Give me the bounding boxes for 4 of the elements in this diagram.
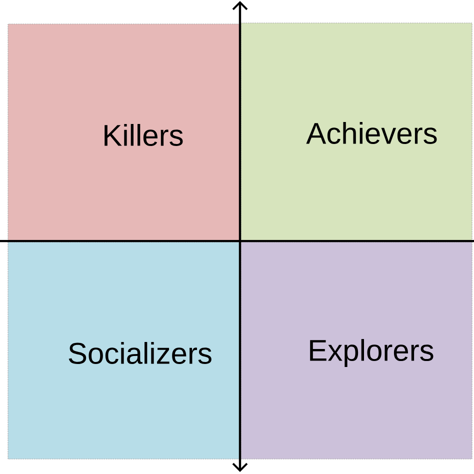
quadrant-box: Explorers [240,242,472,460]
quadrant-box: Killers [8,24,240,242]
quadrant-box: Achievers [240,22,472,242]
quadrant-box: Socializers [8,242,240,460]
